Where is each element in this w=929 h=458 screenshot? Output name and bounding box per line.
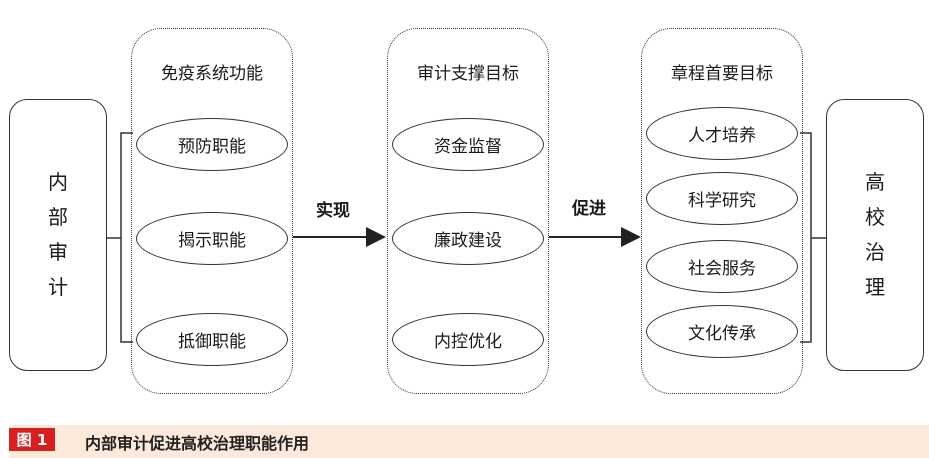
arrow-label-promote: 促进: [572, 199, 606, 219]
charter-goals-column: 章程首要目标 人才培养 科学研究 社会服务 文化传承: [641, 28, 803, 394]
column-title: 免疫系统功能: [161, 64, 263, 84]
governance-char: 理: [865, 275, 885, 299]
figure-badge: 图 1: [9, 428, 55, 451]
cultural-heritage-oval: 文化传承: [646, 305, 798, 358]
arrow-label-realize: 实现: [316, 201, 350, 221]
scientific-research-oval: 科学研究: [646, 172, 798, 225]
internal-audit-char: 内: [48, 170, 68, 194]
social-service-oval: 社会服务: [646, 240, 798, 293]
caption-bar: [9, 425, 929, 458]
revelation-function-oval: 揭示职能: [136, 212, 288, 265]
integrity-building-oval: 廉政建设: [392, 212, 544, 265]
internal-control-oval: 内控优化: [392, 313, 544, 366]
defense-function-oval: 抵御职能: [136, 313, 288, 366]
governance-char: 校: [865, 205, 885, 229]
talent-cultivation-oval: 人才培养: [646, 107, 798, 160]
fund-supervision-oval: 资金监督: [392, 118, 544, 171]
figure-caption: 内部审计促进高校治理职能作用: [85, 434, 310, 453]
column-title: 章程首要目标: [671, 64, 773, 84]
internal-audit-box: 内 部 审 计: [9, 99, 107, 371]
prevention-function-oval: 预防职能: [136, 118, 288, 171]
immune-functions-column: 免疫系统功能 预防职能 揭示职能 抵御职能: [131, 28, 293, 394]
column-title: 审计支撑目标: [417, 64, 519, 84]
right-bracket: [800, 132, 826, 343]
governance-char: 高: [865, 170, 885, 194]
audit-goals-column: 审计支撑目标 资金监督 廉政建设 内控优化: [387, 28, 549, 394]
left-bracket: [107, 132, 133, 343]
internal-audit-char: 审: [48, 240, 68, 264]
internal-audit-char: 计: [48, 275, 68, 299]
internal-audit-char: 部: [48, 205, 68, 229]
university-governance-box: 高 校 治 理: [826, 99, 924, 371]
governance-char: 治: [865, 240, 885, 264]
